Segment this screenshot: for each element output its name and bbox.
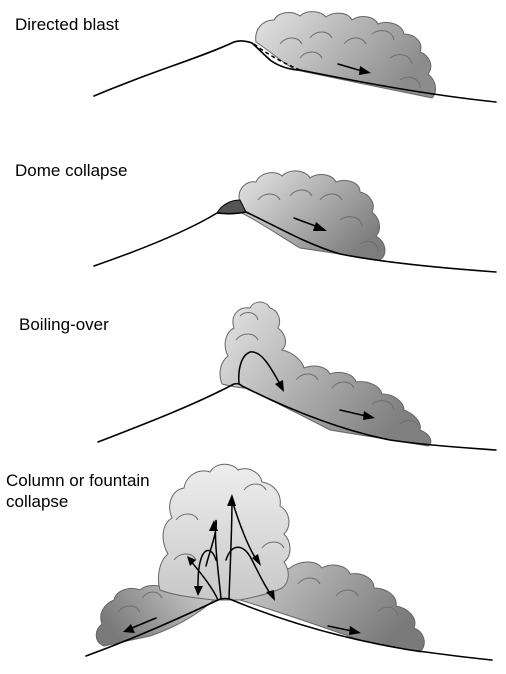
column-collapse-label: Column or fountain collapse bbox=[6, 470, 150, 512]
flow-arrow-1 bbox=[337, 63, 371, 75]
flow-arrow-3 bbox=[339, 409, 375, 420]
boiling-over-cloud bbox=[219, 301, 432, 447]
column-cloud-puffs bbox=[117, 483, 399, 617]
directed-blast-label: Directed blast bbox=[15, 15, 119, 34]
blast-scar-dashed bbox=[253, 43, 301, 71]
flow-arrow-4-right bbox=[327, 625, 361, 635]
blast-cloud bbox=[255, 11, 436, 99]
volcano-profile-3 bbox=[97, 382, 497, 451]
flow-arrow-2 bbox=[293, 217, 327, 231]
boiling-cloud-puffs bbox=[235, 312, 421, 431]
eruption-column-cloud bbox=[157, 463, 291, 601]
blast-cloud-puffs bbox=[279, 30, 421, 89]
panel-boiling-over bbox=[97, 301, 497, 451]
boiling-over-label: Boiling-over bbox=[19, 315, 109, 334]
dome-collapse-cloud bbox=[238, 170, 386, 261]
boiling-over-vent-arrow bbox=[238, 351, 284, 392]
volcano-profile-2 bbox=[93, 211, 497, 273]
column-arrows bbox=[187, 494, 275, 601]
column-collapse-label-line-2: collapse bbox=[6, 492, 69, 511]
dome-collapse-label: Dome collapse bbox=[15, 161, 128, 180]
flow-arrow-4-left bbox=[123, 617, 157, 633]
dome-cloud-puffs bbox=[257, 189, 379, 253]
volcano-profile-1 bbox=[93, 40, 497, 103]
panel-column-collapse bbox=[85, 463, 493, 661]
column-collapse-label-line-1: Column or fountain bbox=[6, 471, 150, 490]
panel-dome-collapse bbox=[93, 170, 497, 273]
panel-directed-blast bbox=[93, 11, 497, 103]
volcano-profile-4 bbox=[85, 597, 493, 661]
